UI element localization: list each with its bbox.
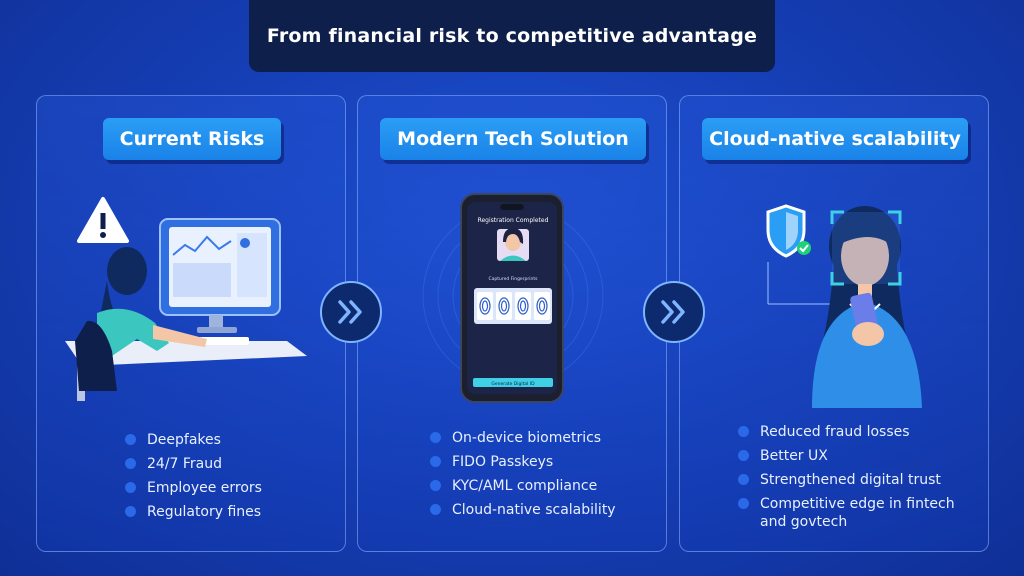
panel-heading: Current Risks xyxy=(103,118,281,160)
next-step-arrow xyxy=(320,281,382,343)
page-title: From financial risk to competitive advan… xyxy=(249,0,775,72)
bullet-dot xyxy=(125,482,136,493)
generate-id-button: Generate Digital ID xyxy=(491,381,535,387)
phone-screen-title: Registration Completed xyxy=(478,217,549,224)
phone-illustration: Registration Completed Captured Fingerpr… xyxy=(422,193,604,403)
bullet-dot xyxy=(430,456,441,467)
scalability-illustration xyxy=(766,204,922,408)
panel-current-risks: Current Risks Deepfakes 24/7 Fraud E xyxy=(36,95,346,552)
double-chevron-right-icon xyxy=(661,300,685,324)
bullet-dot xyxy=(738,498,749,509)
panel-cloud-native-scalability: Cloud-native scalability Reduced fraud l… xyxy=(679,95,989,552)
list-item: Competitive edge in fintech and govtech xyxy=(738,495,978,531)
list-item: 24/7 Fraud xyxy=(125,455,262,473)
shield-check-icon xyxy=(766,204,811,258)
bullet-dot xyxy=(430,504,441,515)
warning-icon xyxy=(77,197,129,243)
list-item: Deepfakes xyxy=(125,431,262,449)
panel-modern-tech-solution: Modern Tech Solution Registration Comple… xyxy=(357,95,667,552)
bullet-dot xyxy=(738,426,749,437)
list-item: On-device biometrics xyxy=(430,429,616,447)
panel-heading: Modern Tech Solution xyxy=(380,118,646,160)
bullet-dot xyxy=(125,458,136,469)
next-step-arrow xyxy=(643,281,705,343)
list-item: Strengthened digital trust xyxy=(738,471,978,489)
list-item: Cloud-native scalability xyxy=(430,501,616,519)
risk-bullet-list: Deepfakes 24/7 Fraud Employee errors Reg… xyxy=(125,431,262,527)
bullet-dot xyxy=(738,474,749,485)
bullet-dot xyxy=(738,450,749,461)
list-item: FIDO Passkeys xyxy=(430,453,616,471)
bullet-dot xyxy=(125,506,136,517)
list-item: KYC/AML compliance xyxy=(430,477,616,495)
double-chevron-right-icon xyxy=(338,300,362,324)
list-item: Reduced fraud losses xyxy=(738,423,978,441)
list-item: Regulatory fines xyxy=(125,503,262,521)
panel-heading: Cloud-native scalability xyxy=(702,118,968,160)
bullet-dot xyxy=(430,432,441,443)
benefits-bullet-list: Reduced fraud losses Better UX Strengthe… xyxy=(738,423,978,537)
solution-bullet-list: On-device biometrics FIDO Passkeys KYC/A… xyxy=(430,429,616,525)
fingerprints-label: Captured Fingerprints xyxy=(489,276,539,282)
list-item: Better UX xyxy=(738,447,978,465)
bullet-dot xyxy=(430,480,441,491)
bullet-dot xyxy=(125,434,136,445)
risk-illustration xyxy=(65,197,307,401)
list-item: Employee errors xyxy=(125,479,262,497)
fingerprint-icon xyxy=(477,292,550,320)
